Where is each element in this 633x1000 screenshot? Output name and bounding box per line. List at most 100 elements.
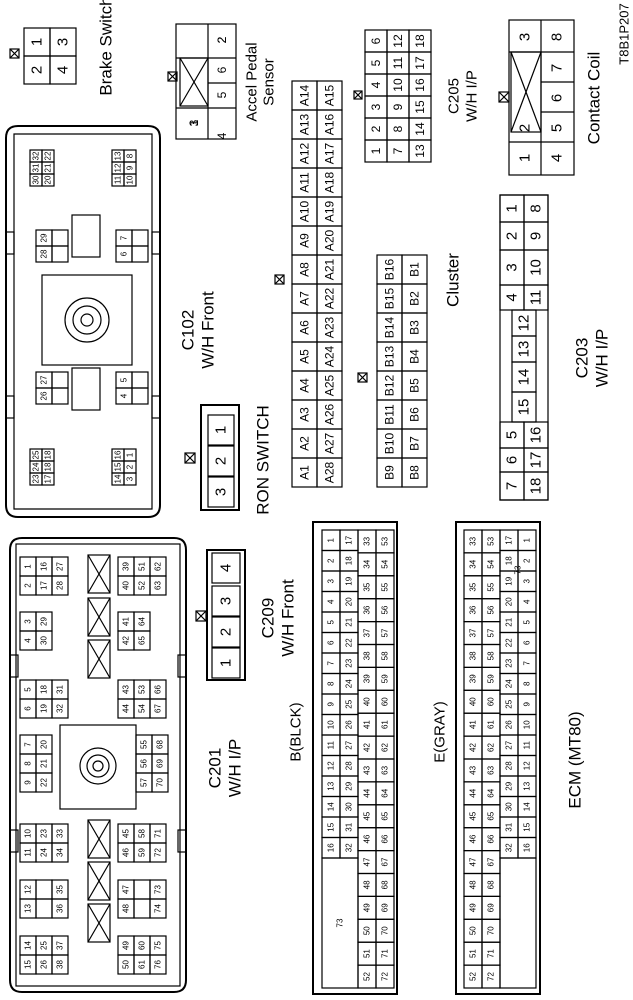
pin-number: 50	[363, 926, 372, 935]
pin-number: 7	[120, 235, 129, 240]
pin-number: 45	[363, 811, 372, 820]
pin-number: 27	[505, 740, 514, 749]
pin-number: 59	[138, 848, 147, 857]
pin-number: 8	[327, 681, 336, 686]
pin-cell	[211, 585, 241, 617]
pin-number: 59	[381, 674, 390, 683]
pin-number: 26	[505, 720, 514, 729]
pin-number: 10	[391, 78, 405, 92]
ron-switch-label: RON SWITCH	[254, 405, 273, 515]
pin-number: 63	[487, 765, 496, 774]
pin-number: 32	[32, 151, 41, 160]
pin-number: 1	[187, 119, 201, 126]
pin-number: B4	[408, 349, 422, 364]
pin-number: 13	[24, 904, 33, 913]
lock-tab-cross	[9, 48, 20, 59]
pin-number: 68	[381, 880, 390, 889]
pin-cell	[35, 898, 53, 919]
pin-number: A11	[298, 172, 312, 193]
guide-slot	[71, 367, 101, 411]
pin-cell	[35, 879, 53, 900]
pin-cell	[51, 679, 69, 700]
pin-number: 13	[516, 341, 533, 358]
pin-number: 4	[504, 293, 521, 301]
pin-cell	[133, 611, 151, 632]
connector-inner	[15, 543, 181, 987]
pin-number: 65	[487, 811, 496, 820]
pin-number: 6	[120, 251, 129, 256]
pin-number: 13	[413, 144, 427, 158]
pin-number: 55	[487, 582, 496, 591]
pin-number: 11	[327, 741, 336, 750]
lever-ring-inner	[72, 305, 102, 335]
pin-number: 32	[56, 704, 65, 713]
pin-number: 29	[345, 781, 354, 790]
c203-sub: W/H I/P	[593, 329, 612, 388]
pin-number: A8	[298, 262, 312, 277]
pin-number: A9	[298, 233, 312, 248]
pin-number: 9	[528, 232, 545, 240]
lever-hub	[92, 760, 104, 772]
pin-number: 5	[24, 687, 33, 692]
pin-number: 7	[523, 660, 532, 665]
rib	[177, 654, 187, 678]
blank-cavity-cross	[179, 57, 209, 107]
pin-number: 36	[469, 605, 478, 614]
pin-number: 47	[363, 857, 372, 866]
pin-number: 13	[523, 781, 532, 790]
pin-cell	[511, 309, 537, 337]
pin-number: A10	[298, 201, 312, 223]
pin-number: 4	[549, 154, 566, 162]
pin-number: 26	[345, 720, 354, 729]
pin-number: 4	[24, 638, 33, 643]
pin-number: 3	[126, 476, 135, 481]
lock-tab	[184, 452, 196, 464]
ecm-e-label: E(GRAY)	[432, 701, 449, 762]
pin-number: A24	[323, 346, 337, 368]
blank-cavity-cross	[87, 639, 111, 679]
pin-cell	[149, 556, 167, 577]
pin-cell	[211, 647, 241, 679]
pin-number: 17	[44, 474, 53, 483]
lever-ring	[64, 297, 110, 343]
pin-number: 6	[24, 706, 33, 711]
pin-number: 49	[363, 903, 372, 912]
pin-number: A6	[298, 320, 312, 335]
pin-number: 7	[504, 482, 521, 490]
pin-number: 23	[345, 658, 354, 667]
lock-tab-cross	[167, 71, 178, 82]
pin-number: 41	[363, 720, 372, 729]
pin-number: 21	[345, 617, 354, 626]
pin-number: 59	[487, 674, 496, 683]
pin-number: 20	[44, 175, 53, 184]
pin-number: 53	[487, 536, 496, 545]
pin-number: A16	[323, 114, 337, 136]
pin-number: 16	[528, 427, 545, 444]
pin-number: 24	[345, 679, 354, 688]
c102-sub: W/H Front	[199, 291, 218, 369]
pin-number: A4	[298, 378, 312, 393]
pin-number: 63	[154, 581, 163, 590]
connector-housing	[455, 521, 541, 995]
pin-number: 4	[218, 564, 235, 572]
pin-number: 4	[120, 393, 129, 398]
pin-number: 20	[40, 740, 49, 749]
blank-cavity	[87, 861, 111, 901]
pin-number: 11	[114, 175, 123, 184]
pin-number: 12	[327, 761, 336, 770]
pin-cell	[41, 149, 55, 163]
pin-number: 20	[345, 597, 354, 606]
pin-number: A19	[323, 201, 337, 223]
pin-number: 4	[55, 66, 72, 74]
pin-number: 17	[345, 535, 354, 544]
pin-number: 10	[126, 175, 135, 184]
pin-number: 28	[40, 249, 49, 258]
pin-number: 2	[517, 124, 534, 132]
blank-cavity	[87, 554, 111, 594]
pin-number: 18	[528, 478, 545, 495]
pin-number: 42	[122, 636, 131, 645]
lever-housing	[59, 724, 137, 810]
pin-number: 2	[126, 464, 135, 469]
